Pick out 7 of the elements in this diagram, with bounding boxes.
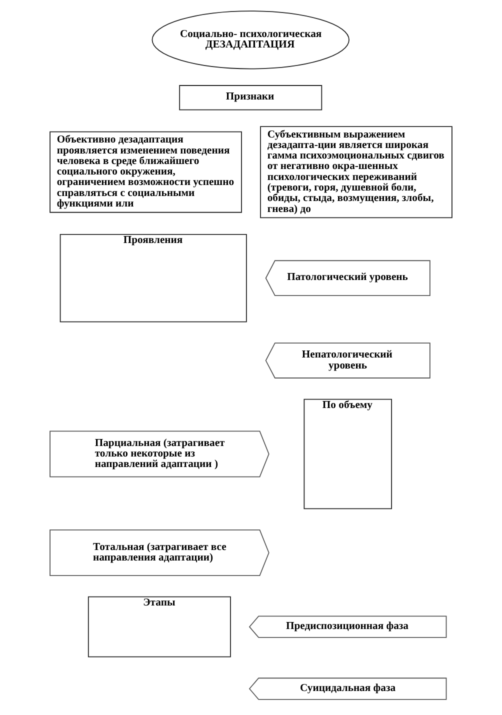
node-box: Проявления [60,234,247,322]
node-ellipse: Социально- психологическая ДЕЗАДАПТАЦИЯ [152,10,350,70]
node-box: Субъективным выражением дезадапта-ции является широкая гамма психоэмоциональных сдвигов от негативно окра-шенных психологических переживаний (тревоги, горя, душевной боли, обиды, стыда, возмущения, злобы, гнева) до [260,126,452,218]
node-box: Объективно дезадаптация проявляется изменением поведения человека в среде ближайшего социального окружения, ограничением возможности успешно справляться с социальными функциями или [50,131,242,213]
node-box: По объему [304,398,392,510]
node-box: Этапы [88,596,231,658]
node-box: Признаки [179,85,322,110]
